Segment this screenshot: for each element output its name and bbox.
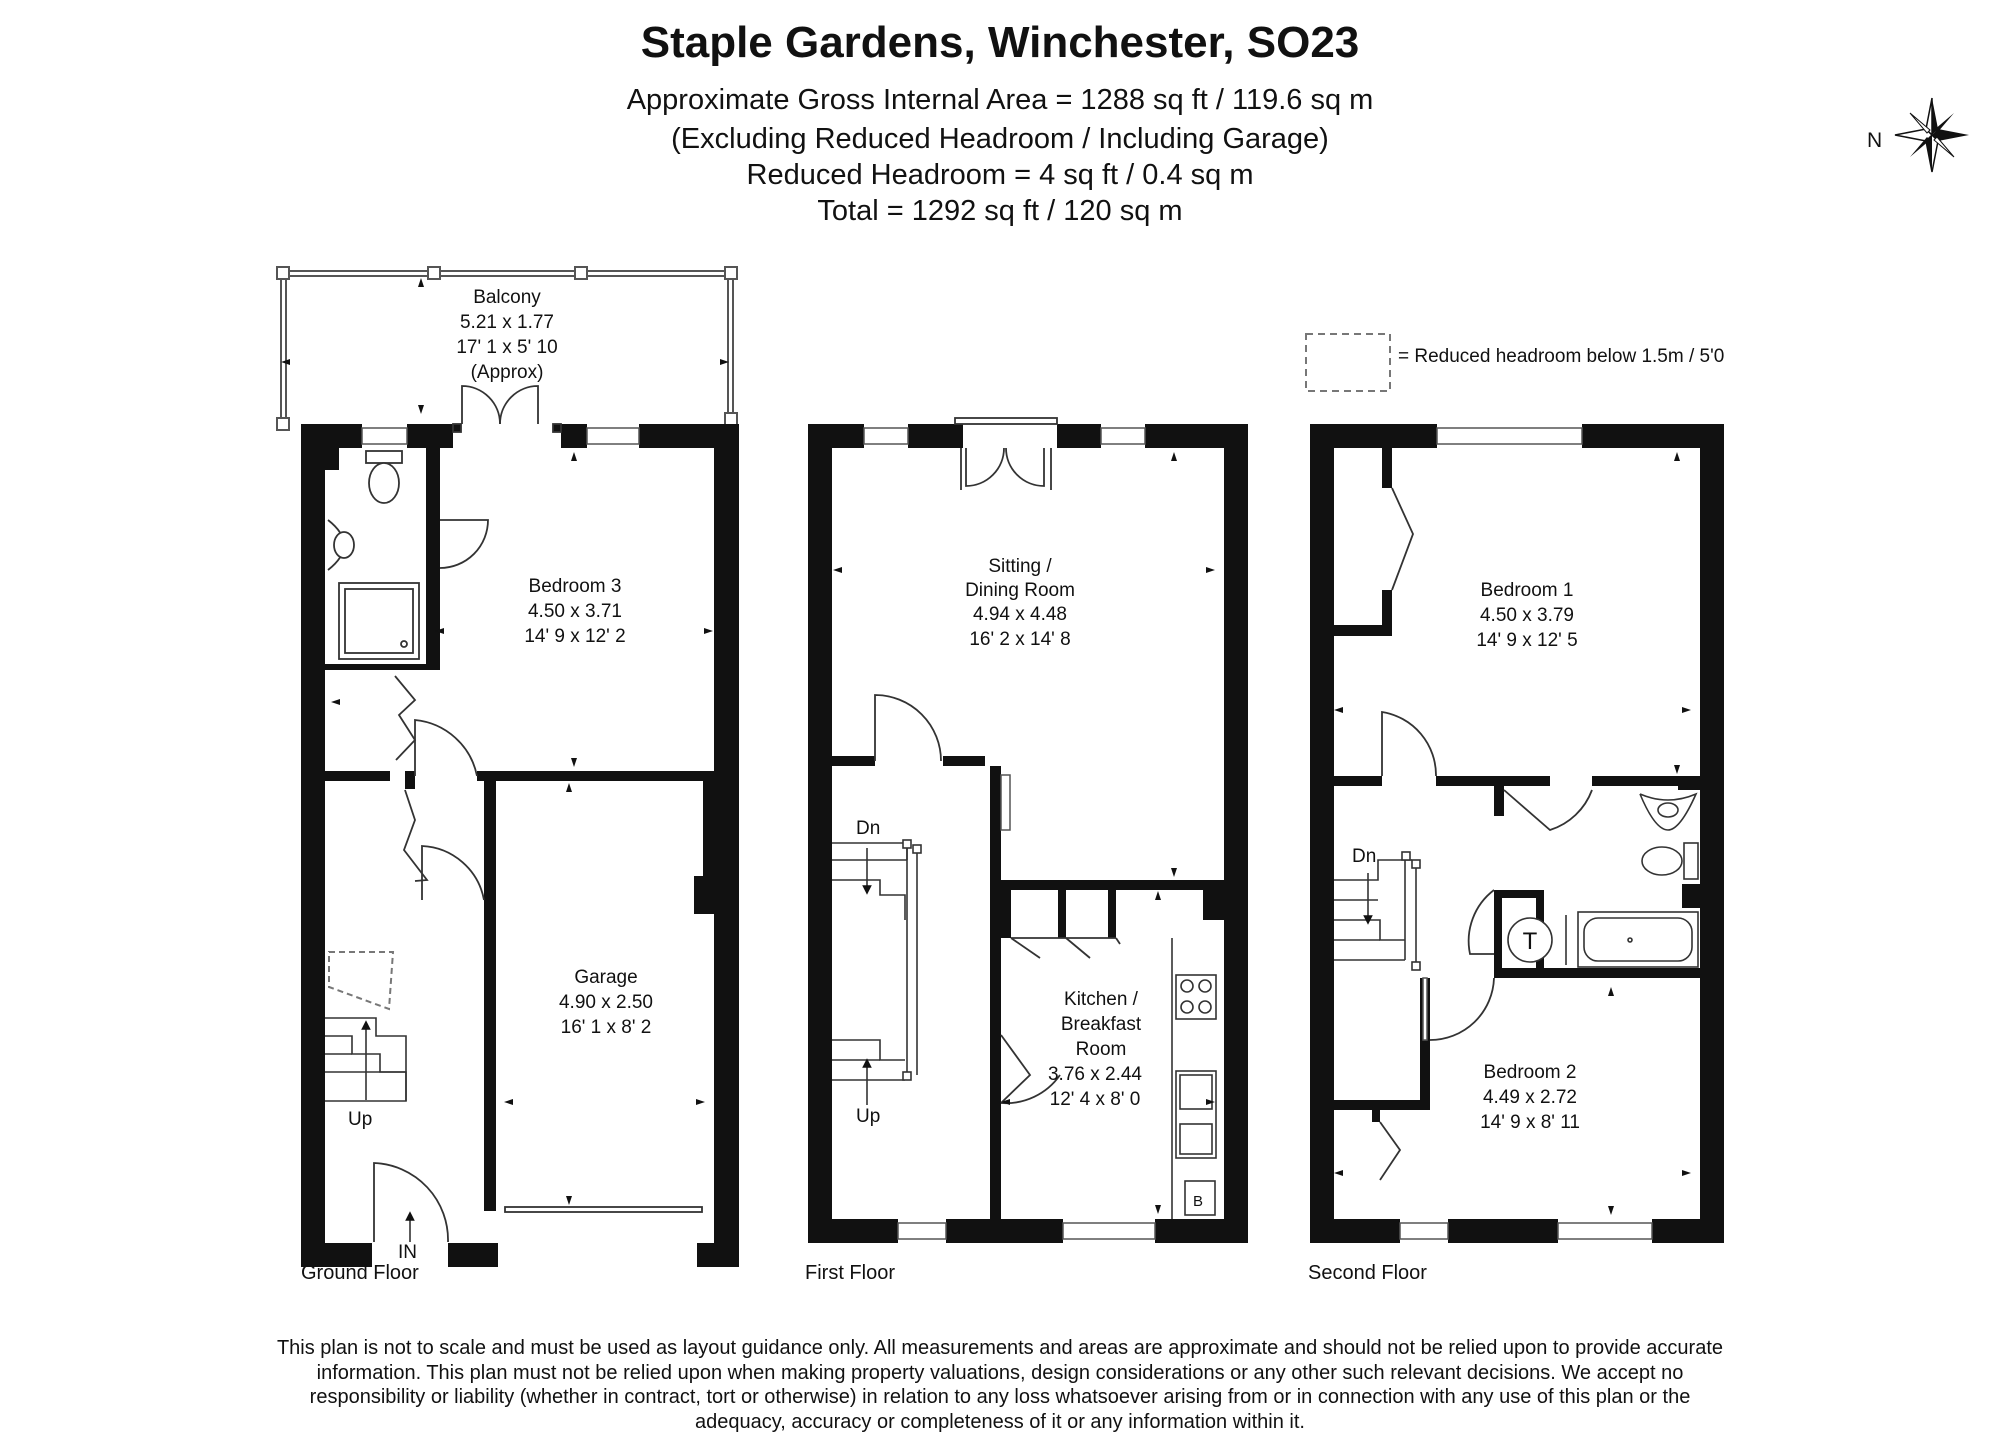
balcony-dimensions-metric: 5.21 x 1.77 xyxy=(460,312,554,333)
entrance-label: IN xyxy=(398,1242,417,1263)
ground-floor-plan: Balcony 5.21 x 1.77 17' 1 x 5' 10 (Appro… xyxy=(276,266,739,1267)
first-floor-plan: Sitting / Dining Room 4.94 x 4.48 16' 2 … xyxy=(808,417,1248,1243)
balcony-approx-note: (Approx) xyxy=(471,362,544,383)
bedroom1-dimensions-metric: 4.50 x 3.79 xyxy=(1480,605,1574,626)
kitchen-dimensions-metric: 3.76 x 2.44 xyxy=(1048,1064,1142,1085)
balcony-dimensions-imperial: 17' 1 x 5' 10 xyxy=(456,337,557,358)
sitting-room-dimensions-imperial: 16' 2 x 14' 8 xyxy=(969,629,1070,650)
ground-floor-stairs xyxy=(325,951,407,1102)
first-floor-label: First Floor xyxy=(805,1262,895,1284)
bedroom3-dimensions-imperial: 14' 9 x 12' 2 xyxy=(524,626,625,647)
reduced-headroom-line: Reduced Headroom = 4 sq ft / 0.4 sq m xyxy=(746,159,1254,191)
garage-dimensions-metric: 4.90 x 2.50 xyxy=(559,992,653,1013)
compass-north-label: N xyxy=(1867,129,1883,152)
ground-floor-dimension-arrows xyxy=(281,278,729,1205)
bedroom2-dimensions-metric: 4.49 x 2.72 xyxy=(1483,1087,1577,1108)
first-floor-windows xyxy=(863,427,1156,1240)
sitting-room-name-line2: Dining Room xyxy=(965,580,1075,601)
sitting-room-dimensions-metric: 4.94 x 4.48 xyxy=(973,604,1067,625)
ground-floor-label: Ground Floor xyxy=(301,1262,419,1284)
bathroom-fixtures xyxy=(1507,792,1699,968)
sitting-room-name-line1: Sitting / xyxy=(988,556,1052,577)
first-floor-walls xyxy=(808,424,1248,1243)
second-floor-walls xyxy=(1310,424,1724,1243)
garage-dimensions-imperial: 16' 1 x 8' 2 xyxy=(561,1017,652,1038)
kitchen-dimensions-imperial: 12' 4 x 8' 0 xyxy=(1050,1089,1141,1110)
second-floor-dimension-arrows xyxy=(1334,452,1691,1215)
bedroom2-dimensions-imperial: 14' 9 x 8' 11 xyxy=(1480,1112,1580,1133)
bedroom1-name: Bedroom 1 xyxy=(1481,580,1574,601)
balcony-french-doors xyxy=(452,385,562,433)
first-floor-stairs xyxy=(832,839,922,1105)
ensuite-fixtures xyxy=(327,450,489,660)
ground-floor-windows xyxy=(361,427,640,445)
second-floor-label: Second Floor xyxy=(1308,1262,1427,1284)
total-area-line: Total = 1292 sq ft / 120 sq m xyxy=(817,195,1183,227)
ground-stairs-up-label: Up xyxy=(348,1109,372,1130)
exclusion-note: (Excluding Reduced Headroom / Including … xyxy=(671,123,1329,155)
first-floor-dimension-arrows xyxy=(833,452,1215,1214)
gross-area-line: Approximate Gross Internal Area = 1288 s… xyxy=(626,84,1374,116)
kitchen-fittings xyxy=(1171,938,1217,1219)
kitchen-name-line2: Breakfast xyxy=(1061,1014,1142,1035)
bedroom3-dimensions-metric: 4.50 x 3.71 xyxy=(528,601,622,622)
second-floor-plan: Bedroom 1 4.50 x 3.79 14' 9 x 12' 5 Bedr… xyxy=(1310,424,1724,1243)
second-floor-windows xyxy=(1399,427,1653,1240)
disclaimer-text: This plan is not to scale and must be us… xyxy=(276,1337,1724,1433)
kitchen-name-line3: Room xyxy=(1076,1039,1127,1060)
sitting-room-french-doors xyxy=(954,417,1058,490)
kitchen-name-line1: Kitchen / xyxy=(1064,989,1139,1010)
plan-title: Staple Gardens, Winchester, SO23 xyxy=(640,18,1360,67)
first-stairs-down-label: Dn xyxy=(856,818,880,839)
balcony-name: Balcony xyxy=(473,287,541,308)
reduced-headroom-legend-box xyxy=(1305,333,1391,392)
second-floor-stairs xyxy=(1334,851,1421,971)
first-stairs-up-label: Up xyxy=(856,1106,880,1127)
boiler-label: B xyxy=(1193,1193,1203,1210)
second-floor-doors xyxy=(1379,487,1593,1181)
ground-floor-walls xyxy=(301,424,739,1267)
compass-rose-icon xyxy=(1894,97,1969,173)
bedroom3-name: Bedroom 3 xyxy=(529,576,622,597)
water-tank-label: T xyxy=(1523,928,1538,955)
ground-floor-doors xyxy=(373,675,703,1243)
garage-name: Garage xyxy=(574,967,637,988)
bedroom2-name: Bedroom 2 xyxy=(1484,1062,1577,1083)
legend-text: = Reduced headroom below 1.5m / 5'0 xyxy=(1398,346,1725,367)
bedroom1-dimensions-imperial: 14' 9 x 12' 5 xyxy=(1476,630,1577,651)
second-stairs-down-label: Dn xyxy=(1352,846,1376,867)
first-floor-doors xyxy=(874,694,1121,1105)
